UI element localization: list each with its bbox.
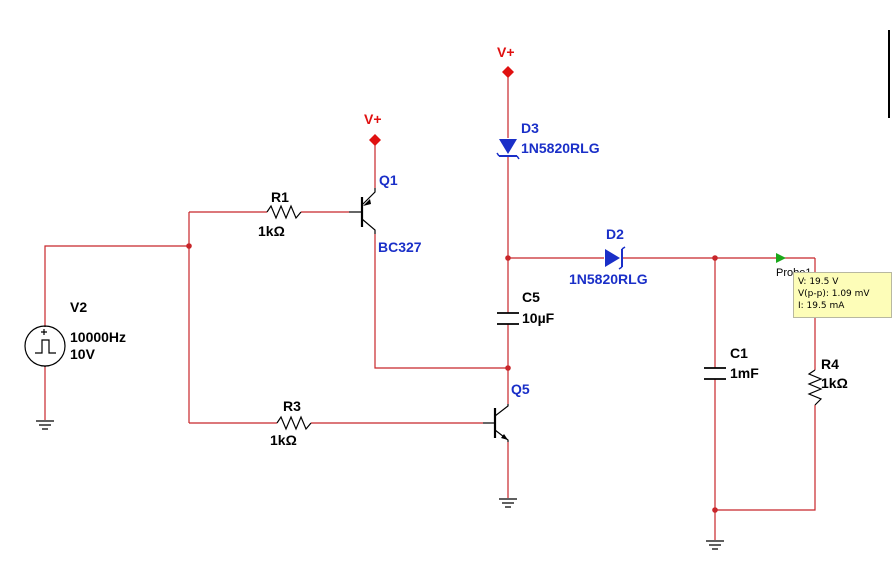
- diode-d3[interactable]: D3 1N5820RLG: [496, 120, 600, 160]
- junctions: [186, 243, 718, 513]
- r3-value: 1kΩ: [270, 432, 297, 448]
- v2-name: V2: [70, 299, 87, 315]
- ground-icon: [499, 498, 517, 508]
- q1-model: BC327: [378, 239, 422, 255]
- capacitor-c1[interactable]: C1 1mF: [704, 345, 759, 381]
- resistor-r3[interactable]: R3 1kΩ: [270, 398, 312, 448]
- d2-model: 1N5820RLG: [569, 271, 648, 287]
- probe-arrow-icon: [776, 253, 786, 263]
- q1-name: Q1: [379, 172, 398, 188]
- c1-value: 1mF: [730, 365, 759, 381]
- probe-vpp: V(p-p): 1.09 mV: [798, 289, 870, 299]
- resistor-r4[interactable]: R4 1kΩ: [807, 356, 848, 406]
- q5-name: Q5: [511, 381, 530, 397]
- diode-d2[interactable]: D2 1N5820RLG: [569, 226, 648, 287]
- probe-voltage: V: 19.5 V: [798, 277, 839, 287]
- capacitor-c5[interactable]: C5 10µF: [497, 289, 555, 326]
- probe-readout: V: 19.5 V V(p-p): 1.09 mV I: 19.5 mA: [793, 272, 892, 318]
- c5-name: C5: [522, 289, 540, 305]
- vplus-label: V+: [497, 44, 515, 60]
- r4-value: 1kΩ: [821, 375, 848, 391]
- vplus-supply-q1[interactable]: V+: [364, 111, 382, 146]
- resistor-r1[interactable]: R1 1kΩ: [258, 189, 302, 239]
- d3-name: D3: [521, 120, 539, 136]
- transistor-q1[interactable]: Q1 BC327: [349, 172, 422, 255]
- vplus-supply-d3[interactable]: V+: [497, 44, 515, 78]
- transistor-q5[interactable]: Q5: [483, 381, 530, 442]
- r1-value: 1kΩ: [258, 223, 285, 239]
- v2-frequency: 10000Hz: [70, 329, 126, 345]
- ground-icon: [36, 420, 54, 430]
- vplus-label: V+: [364, 111, 382, 127]
- d3-model: 1N5820RLG: [521, 140, 600, 156]
- c5-value: 10µF: [522, 310, 555, 326]
- r3-name: R3: [283, 398, 301, 414]
- c1-name: C1: [730, 345, 748, 361]
- r4-name: R4: [821, 356, 839, 372]
- r1-name: R1: [271, 189, 289, 205]
- wires: [44, 73, 816, 540]
- ground-icon: [706, 540, 724, 550]
- voltage-source-v2[interactable]: V2 10000Hz 10V: [24, 299, 126, 367]
- probe-current: I: 19.5 mA: [798, 301, 845, 311]
- d2-name: D2: [606, 226, 624, 242]
- v2-amplitude: 10V: [70, 346, 96, 362]
- window-edge-divider: [888, 30, 890, 118]
